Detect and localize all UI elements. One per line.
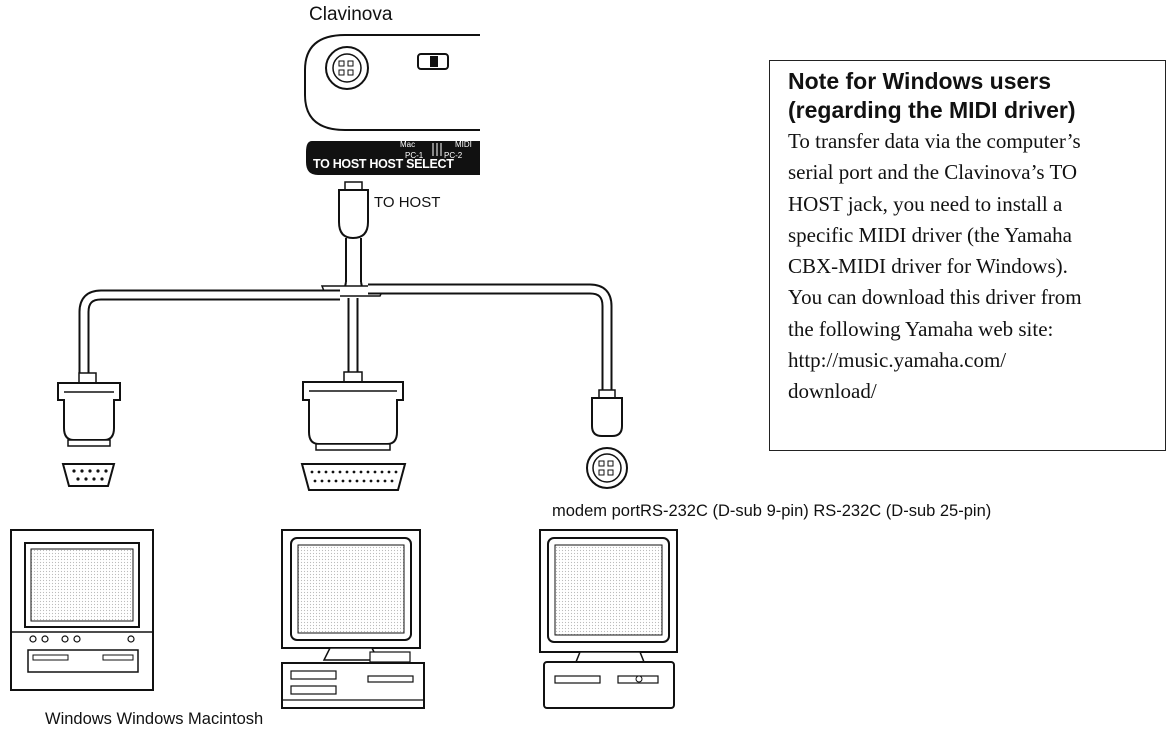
dsub9-connector <box>57 372 121 447</box>
cable-branch-modem <box>368 283 613 392</box>
switch-label-pc1: PC-1 <box>405 151 424 160</box>
computers-caption: Windows Windows Macintosh <box>45 710 264 728</box>
modem-port-icon <box>586 447 628 489</box>
note-title: Note for Windows users (regarding the MI… <box>788 67 1155 125</box>
clavinova-device <box>304 34 480 131</box>
ports-caption: modem portRS-232C (D-sub 9-pin) RS-232C … <box>552 502 992 520</box>
note-body-line: HOST jack, you need to install a <box>788 191 1063 216</box>
note-body-line: the following Yamaha web site: <box>788 316 1054 341</box>
to-host-plug <box>338 181 369 293</box>
dsub25-connector <box>302 371 404 451</box>
note-body-line: You can download this driver from <box>788 285 1082 310</box>
note-body-line: CBX-MIDI driver for Windows). <box>788 254 1068 279</box>
windows-note-box: Note for Windows users (regarding the MI… <box>769 60 1166 451</box>
windows-computer-1-icon <box>10 529 154 691</box>
note-title-line: Note for Windows users <box>788 68 1052 94</box>
cable-label: TO HOST <box>374 194 441 211</box>
to-host-jack-icon <box>325 46 369 90</box>
note-body-line: To transfer data via the computer’s <box>788 129 1081 153</box>
switch-label-midi: MIDI <box>455 140 472 149</box>
panel-jack-label: TO HOST HOST SELECT <box>313 157 454 171</box>
macintosh-computer-icon <box>539 529 678 709</box>
switch-label-pc2: PC-2 <box>444 151 463 160</box>
note-body-line: download/ <box>788 379 877 404</box>
switch-label-mac: Mac <box>400 140 416 149</box>
note-body-line: http://music.yamaha.com/ <box>788 348 1007 373</box>
dsub9-port-icon <box>61 463 116 487</box>
dsub25-port-icon <box>300 463 407 491</box>
windows-computer-2-icon <box>281 529 425 709</box>
note-body-line: specific MIDI driver (the Yamaha <box>788 222 1072 247</box>
note-title-line: (regarding the MIDI driver) <box>788 97 1076 123</box>
device-name-label: Clavinova <box>309 4 393 25</box>
note-body: To transfer data via the computer’s seri… <box>788 126 1155 408</box>
cable-branch-dsub9 <box>78 289 340 378</box>
note-body-line: serial port and the Clavinova’s TO <box>788 160 1078 185</box>
mini-din-plug <box>591 389 623 437</box>
